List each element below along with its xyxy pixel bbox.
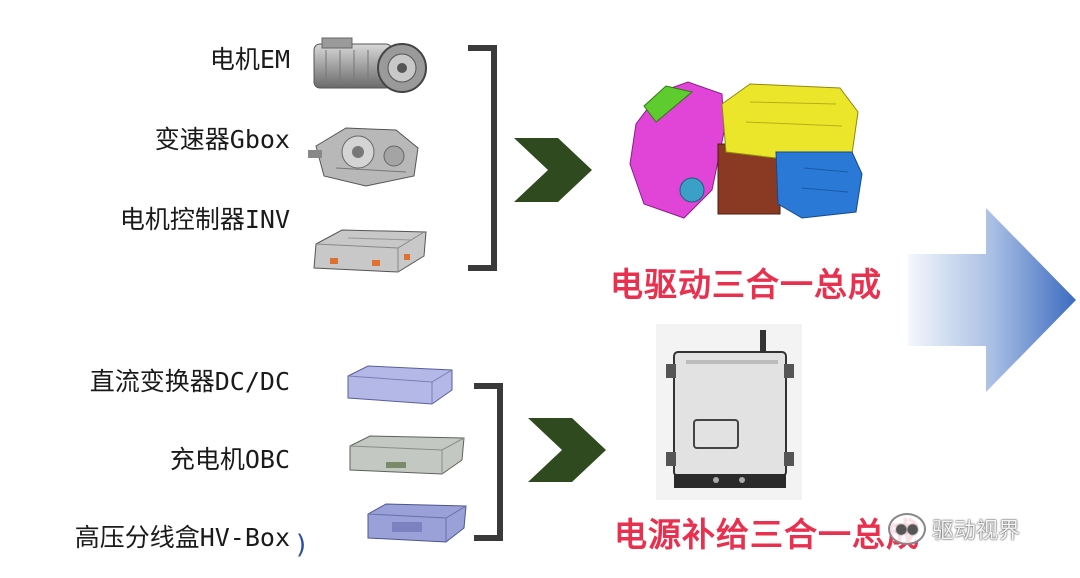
label-gbox: 变速器Gbox [154, 125, 290, 154]
watermark-text: 驱动视界 [932, 519, 1021, 544]
top-chevron-arrow [514, 138, 592, 202]
hv-junction-box-icon [367, 503, 467, 543]
bottom-bracket [474, 383, 503, 541]
electric-motor-icon [313, 37, 427, 93]
label-obc: 充电机OBC [169, 445, 290, 474]
top-bracket [468, 45, 497, 271]
wechat-icon: ●● [888, 513, 926, 545]
stray-paren-glyph: ) [296, 530, 307, 560]
label-em: 电机EM [209, 45, 290, 74]
power-supply-assembly-title: 电源补给三合一总成 [614, 515, 920, 554]
onboard-charger-icon [349, 435, 465, 475]
e-drive-assembly-title: 电驱动三合一总成 [610, 265, 882, 304]
watermark: ●● 驱动视界 [888, 512, 1020, 546]
label-dcdc: 直流变换器DC/DC [89, 367, 290, 396]
e-drive-assembly-icon [629, 81, 863, 219]
dc-dc-converter-icon [347, 365, 453, 405]
label-hv-box: 高压分线盒HV-Box [74, 523, 290, 552]
inverter-icon [313, 229, 427, 273]
label-inv: 电机控制器INV [119, 205, 290, 234]
bottom-chevron-arrow [528, 418, 606, 482]
power-supply-assembly-icon [656, 324, 802, 500]
big-right-arrow [908, 208, 1076, 392]
gearbox-icon [308, 127, 419, 187]
